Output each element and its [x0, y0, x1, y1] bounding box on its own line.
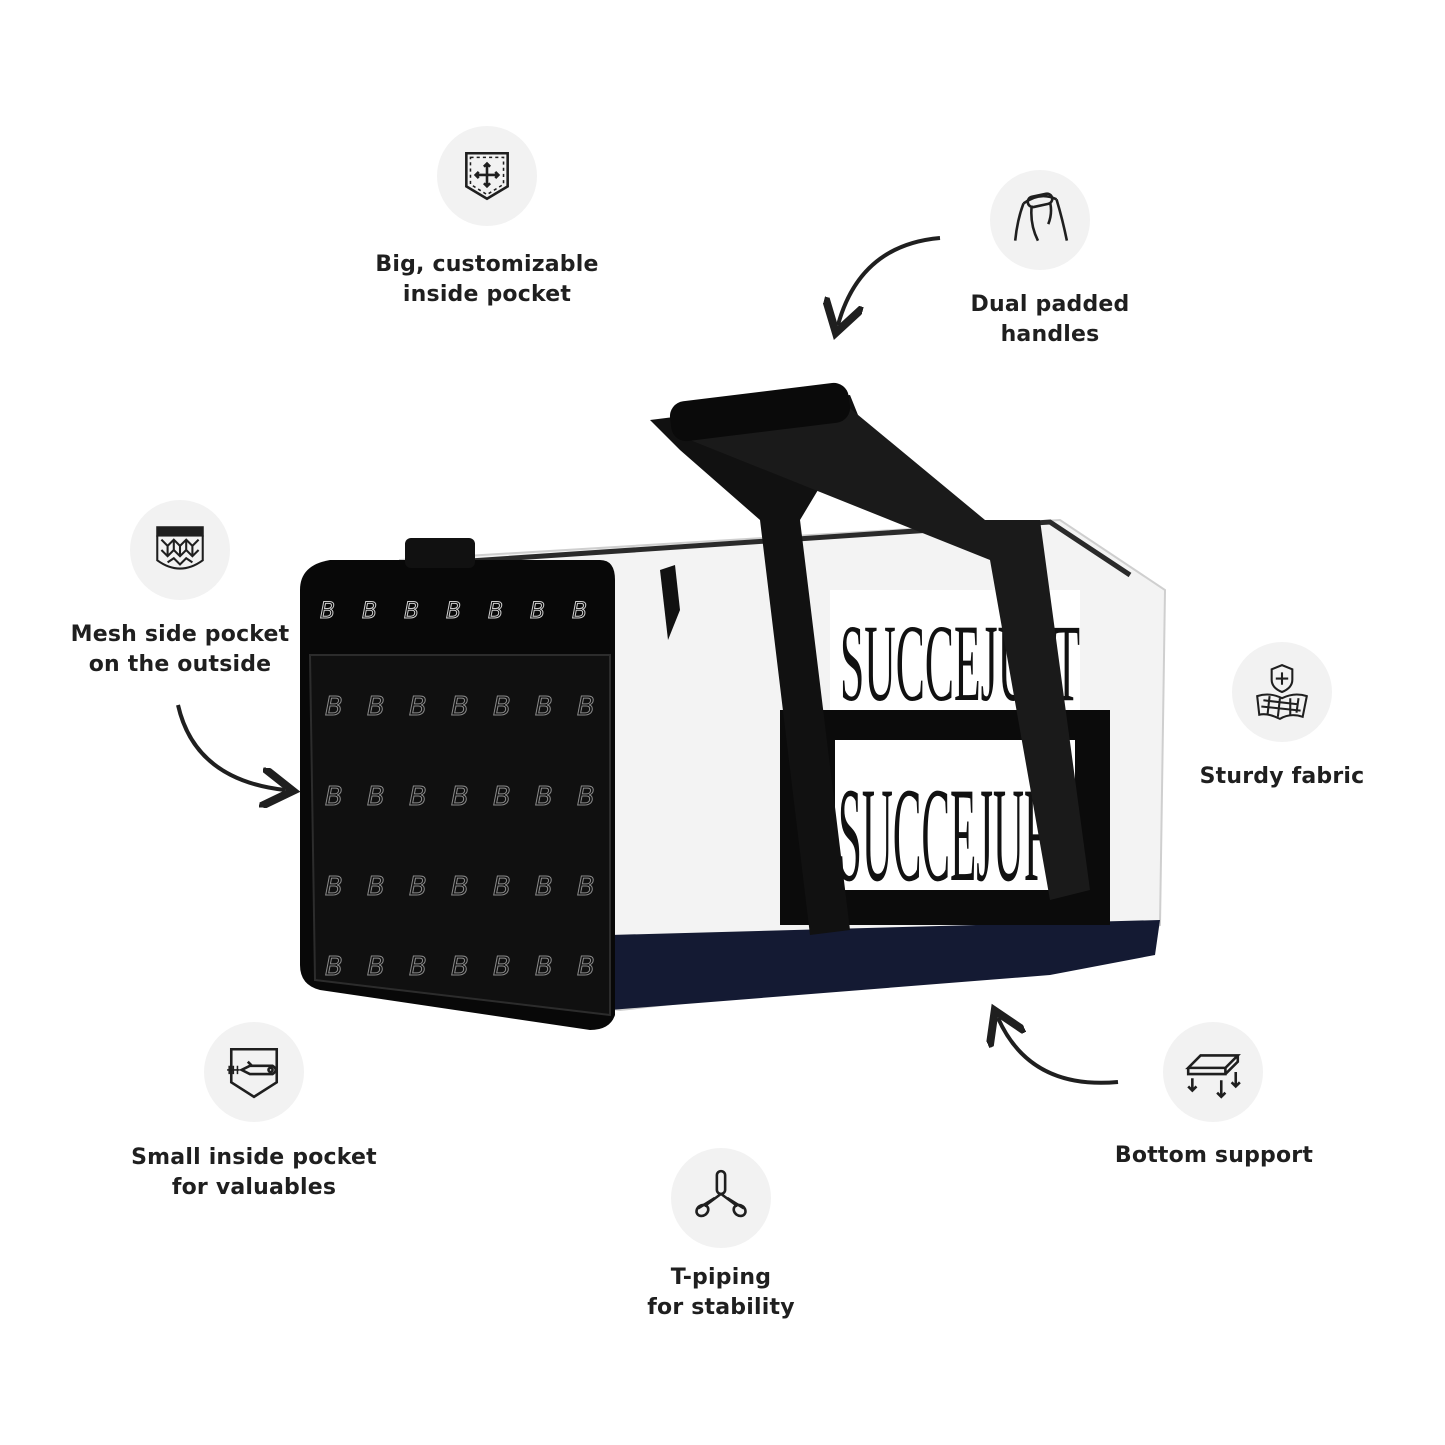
monogram-mark: B	[451, 952, 469, 982]
mesh-icon	[156, 526, 204, 570]
monogram-mark: B	[577, 782, 595, 812]
t-piping-icon	[695, 1169, 747, 1218]
monogram-mark: B	[367, 952, 385, 982]
monogram-mark: B	[325, 782, 343, 812]
handles-label: Dual padded handles	[970, 292, 1130, 347]
monogram-mark: B	[530, 599, 545, 624]
monogram-mark: B	[535, 692, 553, 722]
small-pocket-icon-circle	[204, 1022, 304, 1122]
monogram-mark: B	[362, 599, 377, 624]
monogram-mark: B	[572, 599, 587, 624]
monogram-mark: B	[404, 599, 419, 624]
mesh-pocket-label: Mesh side pocket on the outside	[70, 622, 290, 677]
monogram-mark: B	[493, 872, 511, 902]
handle-icon	[1013, 192, 1069, 242]
t-piping-icon-circle	[671, 1148, 771, 1248]
pocket-arrows-icon	[465, 151, 509, 201]
monogram-mark: B	[493, 952, 511, 982]
monogram-mark: B	[535, 782, 553, 812]
monogram-mark: B	[409, 872, 427, 902]
monogram-mark: B	[451, 782, 469, 812]
monogram-mark: B	[409, 782, 427, 812]
mesh-pocket	[308, 654, 611, 1017]
small-pocket-label: Small inside pocket for valuables	[131, 1145, 377, 1200]
bottom-support-icon-circle	[1163, 1022, 1263, 1122]
bottom-support-label: Bottom support	[1114, 1143, 1314, 1168]
bag-bottom-panel	[610, 920, 1160, 1010]
monogram-mark: B	[451, 872, 469, 902]
fabric-icon-circle	[1232, 642, 1332, 742]
bag-zipper	[409, 519, 1132, 578]
monogram-mark: B	[367, 872, 385, 902]
handle-right	[690, 400, 1090, 900]
monogram-mark: B	[367, 692, 385, 722]
monogram-mark: B	[446, 599, 461, 624]
monogram-mark: B	[577, 872, 595, 902]
monogram-mark: B	[493, 692, 511, 722]
monogram-mark: B	[577, 952, 595, 982]
monogram-mark: B	[451, 692, 469, 722]
handles-icon-circle	[990, 170, 1090, 270]
monogram-mark: B	[535, 952, 553, 982]
monogram-mark: B	[325, 872, 343, 902]
side-buckle	[405, 538, 475, 568]
monogram-mark: B	[493, 782, 511, 812]
monogram-mark: B	[320, 599, 335, 624]
monogram-mark: B	[409, 952, 427, 982]
monogram-mark: B	[577, 692, 595, 722]
bottom-support-icon	[1185, 1054, 1241, 1099]
monogram-mark: B	[488, 599, 503, 624]
t-piping-label: T-piping for stability	[647, 1265, 795, 1320]
fabric-shield-icon	[1256, 664, 1308, 721]
handle-left	[650, 395, 860, 935]
monogram-mark: B	[325, 692, 343, 722]
inside-pocket-label: Big, customizable inside pocket	[375, 252, 599, 307]
monogram-mark: B	[535, 872, 553, 902]
handle-wrap	[669, 382, 851, 442]
monogram-mark: B	[409, 692, 427, 722]
fabric-label: Sturdy fabric	[1199, 764, 1365, 789]
mesh-pocket-icon-circle	[130, 500, 230, 600]
zipper-icon	[227, 1047, 279, 1099]
zipper-pull	[660, 565, 680, 640]
monogram-mark: B	[325, 952, 343, 982]
monogram-mark: B	[367, 782, 385, 812]
inside-pocket-icon-circle	[437, 126, 537, 226]
